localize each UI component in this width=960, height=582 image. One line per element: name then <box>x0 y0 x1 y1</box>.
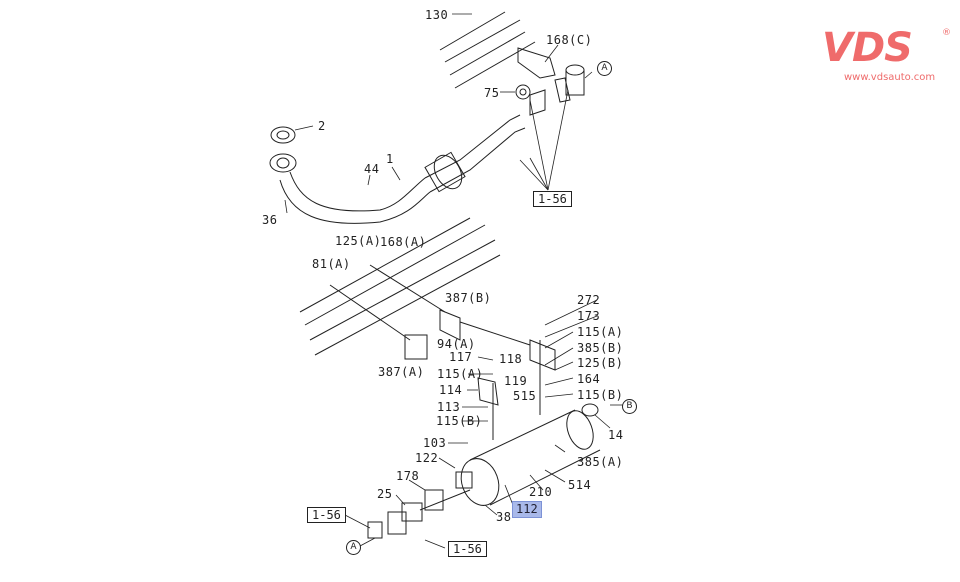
callout-115a-right: 115(A) <box>577 325 624 339</box>
callout-168a: 168(A) <box>380 235 427 249</box>
reference-box-1-56-left[interactable]: 1-56 <box>307 507 346 523</box>
callout-81a: 81(A) <box>312 257 351 271</box>
callout-125a: 125(A) <box>335 234 382 248</box>
callout-94a: 94(A) <box>437 337 476 351</box>
callout-178: 178 <box>396 469 420 483</box>
mid-frame-rail <box>299 217 501 356</box>
leader-lines-lower <box>344 299 625 549</box>
callout-75: 75 <box>484 86 500 100</box>
callout-44: 44 <box>364 162 380 176</box>
circle-ref-a-bottom: A <box>346 540 361 555</box>
tail-pipe <box>367 489 471 539</box>
callout-515: 515 <box>513 389 537 403</box>
hanger-bracket <box>515 47 585 116</box>
leader-lines <box>284 13 593 214</box>
callout-122: 122 <box>415 451 439 465</box>
callout-385b: 385(B) <box>577 341 624 355</box>
logo-registered-mark: ® <box>942 28 951 38</box>
reference-box-1-56-bottom[interactable]: 1-56 <box>448 541 487 557</box>
front-pipe <box>269 114 526 224</box>
reference-box-1-56-top[interactable]: 1-56 <box>533 191 572 207</box>
callout-103: 103 <box>423 436 447 450</box>
callout-119: 119 <box>504 374 528 388</box>
circle-ref-b: B <box>622 399 637 414</box>
callout-387a: 387(A) <box>378 365 425 379</box>
callout-387b: 387(B) <box>445 291 492 305</box>
callout-164: 164 <box>577 372 601 386</box>
callout-114: 114 <box>439 383 463 397</box>
callout-168c: 168(C) <box>546 33 593 47</box>
callout-125b: 125(B) <box>577 356 624 370</box>
callout-25: 25 <box>377 487 393 501</box>
callout-115b-left: 115(B) <box>436 414 483 428</box>
vds-logo: VDS ® www.vdsauto.com <box>822 28 952 88</box>
callout-113: 113 <box>437 400 461 414</box>
callout-173: 173 <box>577 309 601 323</box>
circle-ref-a-top: A <box>597 61 612 76</box>
callout-36: 36 <box>262 213 278 227</box>
callout-117: 117 <box>449 350 473 364</box>
callout-115b-right: 115(B) <box>577 388 624 402</box>
callout-38: 38 <box>496 510 512 524</box>
logo-brand: VDS <box>822 25 913 71</box>
callout-115a-left: 115(A) <box>437 367 484 381</box>
callout-14: 14 <box>608 428 624 442</box>
callout-2: 2 <box>318 119 326 133</box>
callout-514: 514 <box>568 478 592 492</box>
callout-385a: 385(A) <box>577 455 624 469</box>
callout-272: 272 <box>577 293 601 307</box>
callout-118: 118 <box>499 352 523 366</box>
muffler <box>455 403 601 506</box>
callout-1: 1 <box>386 152 394 166</box>
muffler-brackets <box>329 264 556 440</box>
callout-130: 130 <box>425 8 449 22</box>
callout-210: 210 <box>529 485 553 499</box>
logo-url: www.vdsauto.com <box>844 72 936 83</box>
upper-frame-rail <box>439 11 536 89</box>
highlighted-part-112[interactable]: 112 <box>512 501 542 518</box>
